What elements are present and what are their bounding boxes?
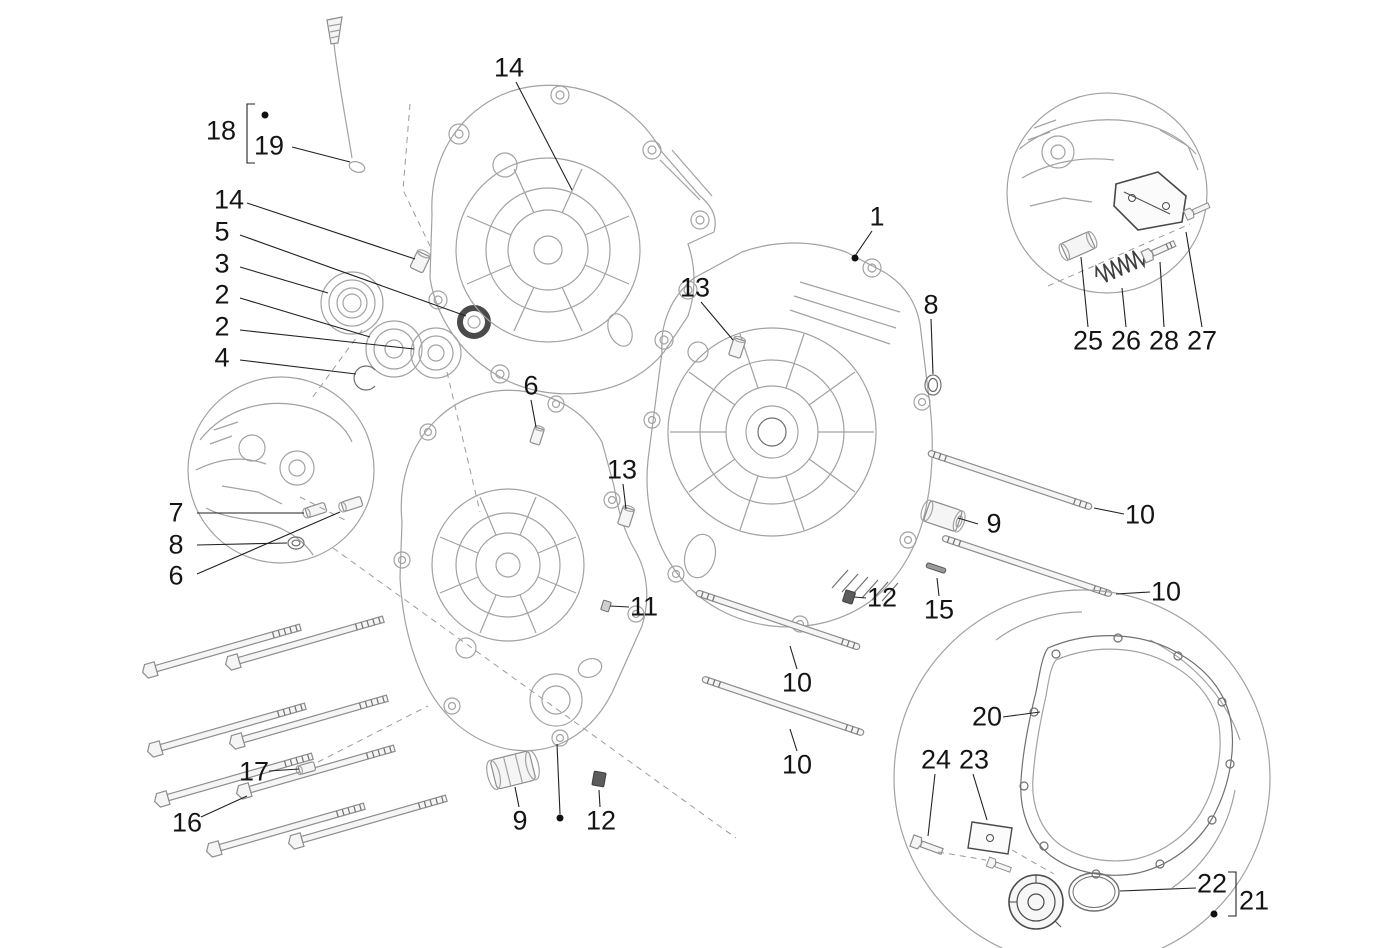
callout-25: 25	[1072, 325, 1104, 356]
bushing-13	[617, 504, 636, 528]
callout-12-right: 12	[866, 582, 898, 613]
hex-bolt	[235, 744, 396, 800]
oil-seal	[457, 305, 491, 339]
callout-12-bottom: 12	[585, 805, 617, 836]
stud-bolt	[941, 535, 1113, 597]
callout-2-upper: 2	[214, 279, 230, 310]
callout-3: 3	[214, 248, 230, 279]
bracket-18	[246, 103, 255, 164]
hex-bolt	[287, 794, 448, 850]
crankcase-lower-half	[393, 389, 648, 752]
washer-8	[924, 374, 942, 396]
bolt-small	[985, 856, 1012, 873]
bushing	[409, 249, 431, 274]
callout-5: 5	[214, 216, 230, 247]
callout-19: 19	[253, 130, 285, 161]
callout-14-left: 14	[213, 184, 245, 215]
stud-bolt	[701, 676, 865, 736]
callout-6-left: 6	[168, 560, 184, 591]
crankcase-right-half	[643, 242, 933, 633]
o-ring-22	[1068, 872, 1120, 912]
callout-18: 18	[205, 115, 237, 146]
pin-11	[600, 599, 612, 613]
washer-8-left	[287, 536, 305, 550]
callout-11: 11	[629, 591, 659, 622]
callout-10-a: 10	[1124, 499, 1156, 530]
callout-23: 23	[958, 744, 990, 775]
callout-8-right: 8	[923, 289, 939, 320]
bolt-24	[909, 834, 944, 856]
hex-bolt	[141, 623, 302, 679]
section-hatch	[831, 569, 899, 602]
callout-1: 1	[869, 201, 885, 232]
callout-16: 16	[171, 807, 203, 838]
bushing-9	[920, 499, 966, 533]
callout-9-right: 9	[986, 508, 1002, 539]
spring-26	[1095, 250, 1145, 283]
small-parts	[295, 335, 966, 791]
hex-bolt-cluster	[141, 615, 448, 858]
stud-bolt	[927, 450, 1093, 510]
detail-view-bottom-right	[893, 589, 1271, 948]
callout-8-left: 8	[168, 529, 184, 560]
construction-dashed-lines	[311, 103, 737, 839]
callout-15: 15	[923, 594, 955, 625]
callout-6-center: 6	[523, 370, 539, 401]
callout-27: 27	[1186, 325, 1218, 356]
callout-7: 7	[168, 497, 184, 528]
callout-2-lower: 2	[214, 311, 230, 342]
callout-21: 21	[1238, 885, 1270, 916]
callout-10-b: 10	[1150, 576, 1182, 607]
bracket-plate-27	[1113, 171, 1187, 231]
callout-24: 24	[920, 744, 952, 775]
dowel-15	[925, 562, 947, 574]
circlip	[353, 365, 376, 391]
hex-bolt	[205, 802, 366, 858]
callout-10-c: 10	[781, 667, 813, 698]
bracket-21	[1228, 871, 1237, 917]
bushing-6	[529, 425, 545, 446]
bushing-13	[728, 335, 747, 359]
crankcase-top-half	[428, 84, 716, 395]
plate-23	[967, 821, 1013, 855]
hex-bolt	[153, 752, 314, 808]
callout-13-upper: 13	[679, 272, 711, 303]
stud-7	[302, 502, 328, 519]
dowel-17	[295, 761, 317, 776]
callout-4: 4	[214, 342, 230, 373]
bearing-set	[320, 249, 491, 391]
bolt-28	[1140, 239, 1177, 264]
bushing-9	[486, 749, 540, 791]
plug-25	[1058, 230, 1098, 262]
callout-28: 28	[1148, 325, 1180, 356]
callout-13-lower: 13	[606, 454, 638, 485]
cap-21	[1008, 874, 1064, 930]
callout-26: 26	[1110, 325, 1142, 356]
plug-12	[842, 589, 856, 605]
stud-bolt	[695, 589, 861, 651]
callout-9-bottom: 9	[512, 805, 528, 836]
callout-14-top: 14	[493, 52, 525, 83]
callout-22: 22	[1196, 868, 1228, 899]
plug-12	[591, 770, 607, 788]
detail-view-top-right	[1006, 92, 1211, 294]
hex-bolt	[146, 702, 307, 758]
hex-bolt	[224, 615, 385, 671]
detail-view-left	[187, 376, 375, 564]
callout-20: 20	[971, 701, 1003, 732]
leader-lines	[196, 81, 1237, 918]
dipstick	[326, 16, 366, 173]
stud-bolts	[695, 450, 1113, 736]
hex-bolt	[228, 694, 389, 750]
bolt-small	[1182, 202, 1211, 221]
stud-7	[338, 496, 364, 513]
callout-10-d: 10	[781, 749, 813, 780]
callout-17: 17	[238, 756, 270, 787]
gasket-20	[1020, 635, 1234, 876]
